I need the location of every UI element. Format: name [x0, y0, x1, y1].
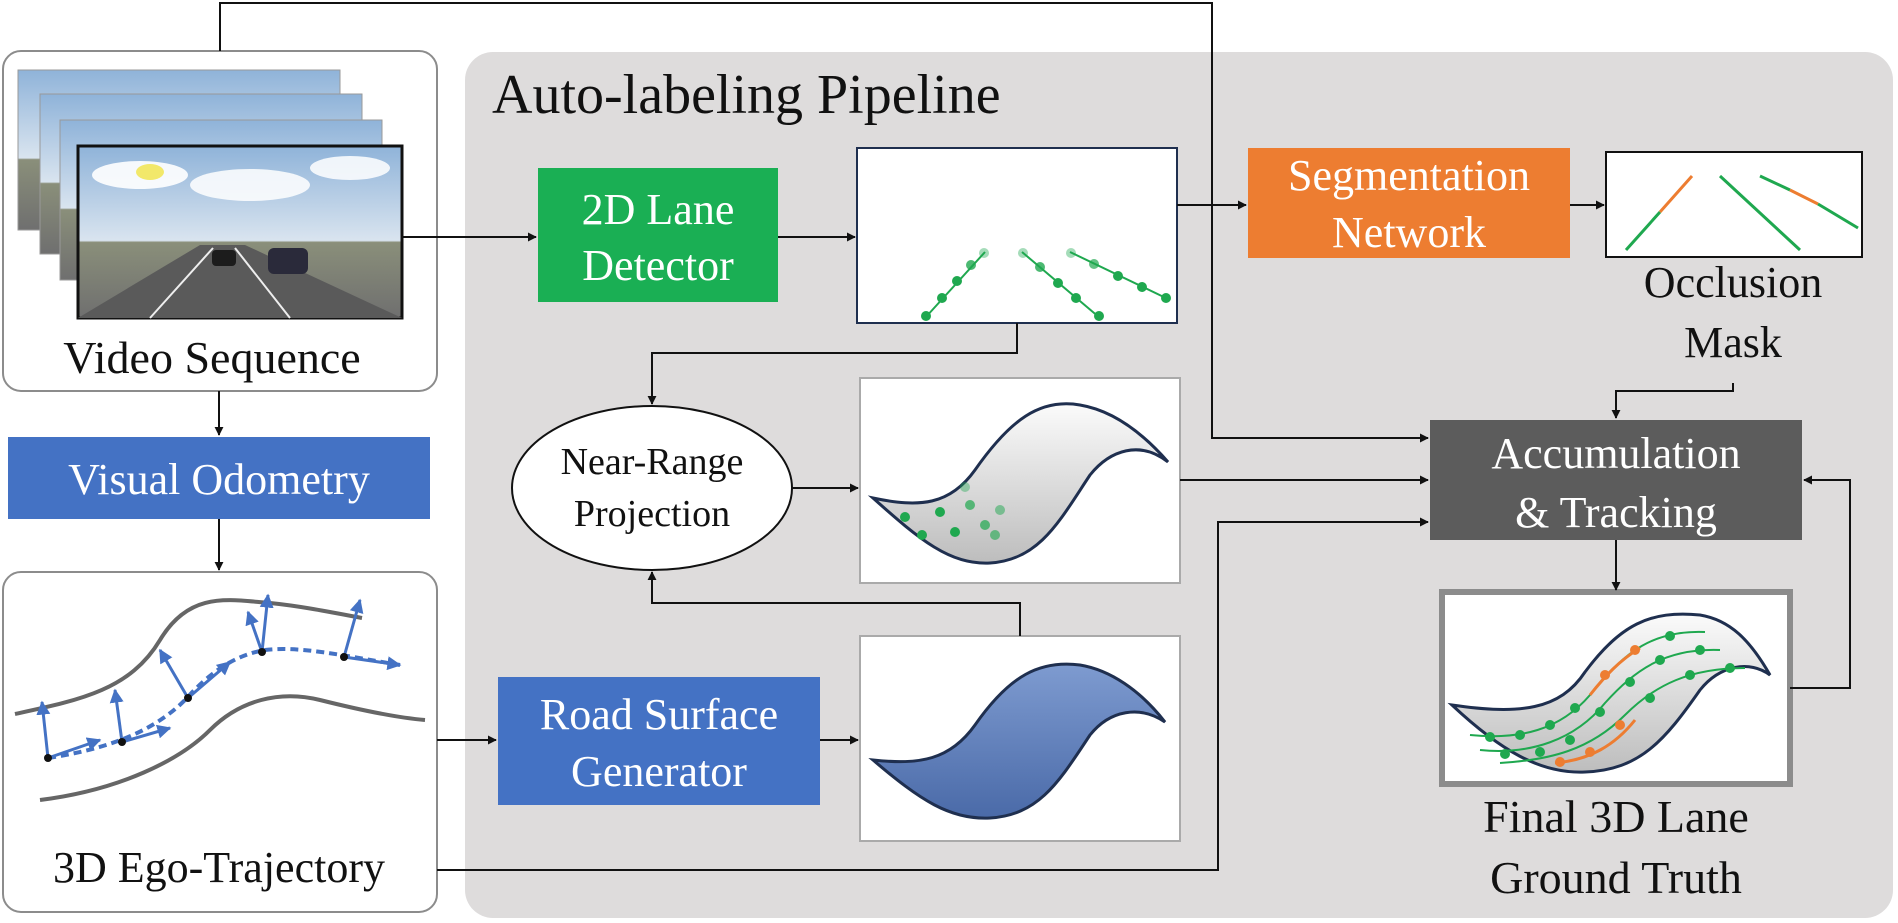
final-line2: Ground Truth	[1490, 852, 1742, 903]
arrow-road-to-projection	[647, 571, 1021, 636]
video-frames-image	[17, 69, 404, 320]
lane-detector-line1: 2D Lane	[582, 185, 735, 234]
projection-line2: Projection	[574, 493, 730, 535]
lane-detection-panel	[856, 147, 1178, 324]
ego-trajectory-label: 3D Ego-Trajectory	[53, 843, 385, 892]
road-surface-line1: Road Surface	[540, 690, 778, 739]
video-sequence-label: Video Sequence	[63, 332, 360, 383]
road-surface-line2: Generator	[571, 747, 747, 796]
accumulation-line2: & Tracking	[1515, 488, 1717, 537]
segmentation-line1: Segmentation	[1288, 151, 1530, 200]
connectors	[214, 2, 1851, 871]
projected-points-panel	[859, 377, 1181, 584]
road-surface-panel	[859, 635, 1181, 842]
segmentation-line2: Network	[1332, 208, 1486, 257]
final-line1: Final 3D Lane	[1483, 791, 1749, 842]
visual-odometry-block	[8, 437, 430, 519]
projection-line1: Near-Range	[561, 441, 744, 483]
accumulation-block	[1430, 420, 1802, 540]
arrow-video-to-accumulation	[219, 2, 1429, 443]
occlusion-line2: Mask	[1684, 318, 1782, 367]
visual-odometry-label: Visual Odometry	[68, 455, 370, 504]
accumulation-line1: Accumulation	[1491, 429, 1740, 478]
road-surface-block	[498, 677, 820, 805]
projection-node	[511, 405, 793, 571]
arrow-final-feedback	[1790, 475, 1851, 689]
segmentation-block	[1248, 148, 1570, 258]
arrow-panel-to-projection	[647, 323, 1018, 405]
final-lanes-panel	[1439, 589, 1793, 787]
occlusion-line1: Occlusion	[1644, 258, 1822, 307]
arrow-mask-to-accumulation	[1611, 383, 1734, 419]
pipeline-title: Auto-labeling Pipeline	[492, 64, 1001, 126]
ego-trajectory-box	[2, 571, 438, 913]
lane-detector-block	[538, 168, 778, 302]
lane-detector-line2: Detector	[582, 241, 734, 290]
occlusion-mask-panel	[1605, 151, 1863, 258]
arrow-trajectory-to-accumulation	[437, 517, 1429, 871]
trajectory-pose-illustration	[14, 593, 426, 802]
